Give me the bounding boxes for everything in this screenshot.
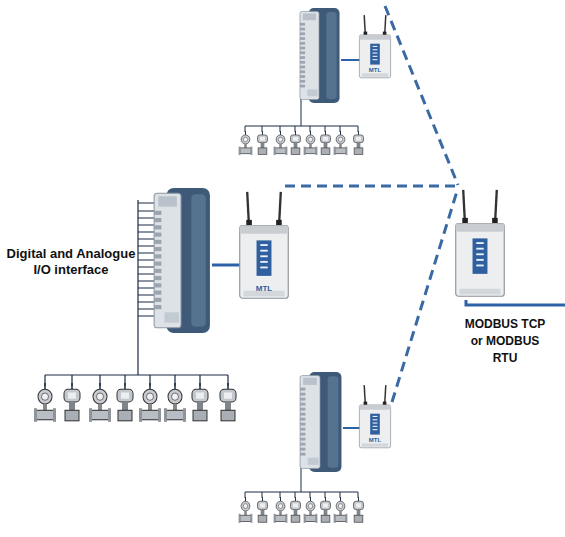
protocol-label: MODBUS TCP or MODBUS RTU	[460, 316, 550, 367]
interface-label: Digital and Analogue I/O interface	[2, 246, 140, 278]
wireless-link	[285, 6, 458, 402]
brand-label: MTL	[246, 284, 282, 293]
brand-label: MTL	[360, 437, 390, 444]
brand-label: MTL	[360, 67, 390, 74]
